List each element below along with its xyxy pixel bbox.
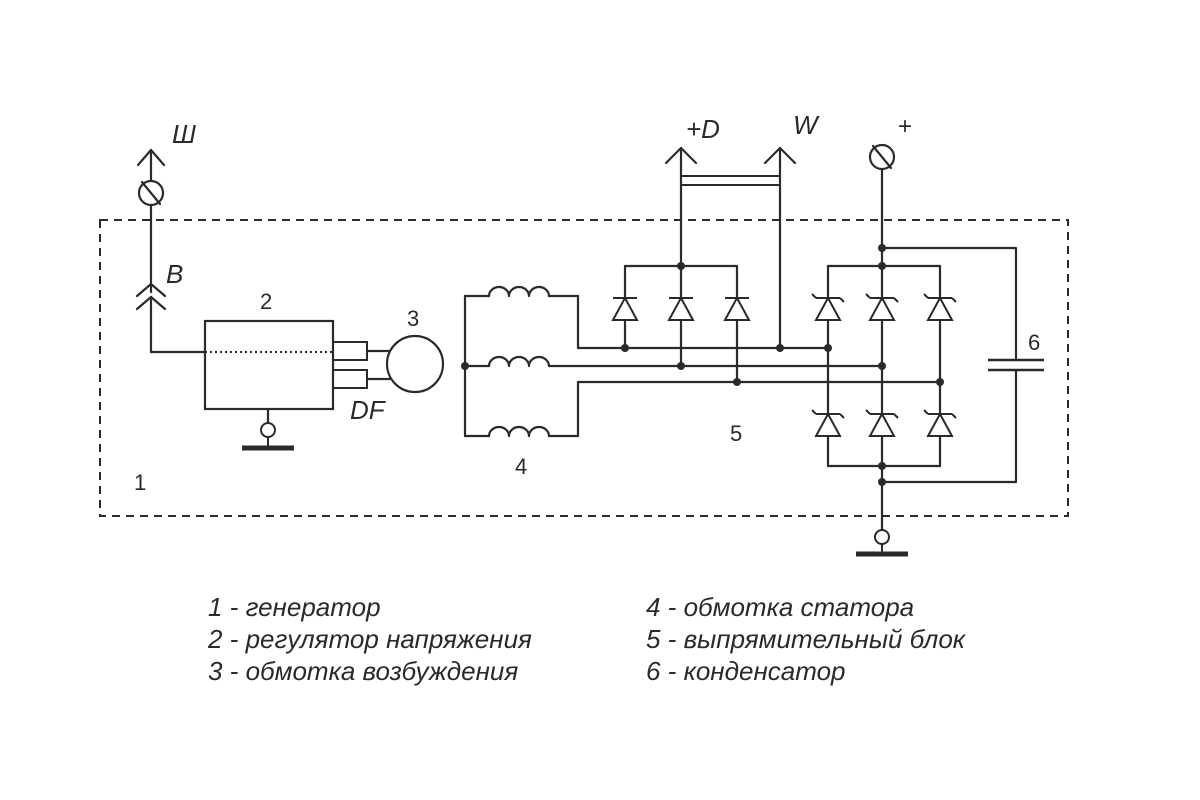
legend-item: 5 - выпрямительный блок	[646, 624, 966, 654]
stator-winding	[461, 285, 942, 438]
label-capacitor-number: 6	[1028, 330, 1040, 355]
capacitor	[878, 246, 1044, 486]
label-rectifier-number: 5	[730, 421, 742, 446]
terminal-strip	[681, 175, 780, 186]
legend-item: 2 - регулятор напряжения	[208, 624, 532, 654]
label-stator-number: 4	[515, 454, 527, 479]
label-regulator-number: 2	[260, 289, 272, 314]
label-generator-number: 1	[134, 470, 146, 495]
label-w: W	[793, 110, 820, 140]
label-df: DF	[350, 395, 387, 425]
sh-terminal	[136, 148, 166, 294]
legend-right-column: 4 - обмотка статора 5 - выпрямительный б…	[646, 591, 965, 687]
rectifier-block	[612, 262, 957, 470]
w-terminal	[763, 146, 797, 352]
legend-item: 4 - обмотка статора	[646, 592, 915, 622]
label-plus: +	[898, 113, 912, 140]
field-winding-symbol	[385, 334, 445, 394]
plus-terminal	[868, 143, 896, 268]
label-field-winding-number: 3	[407, 306, 419, 331]
ground-terminal	[856, 464, 908, 557]
label-plus-d: +D	[686, 114, 720, 144]
legend-item: 3 - обмотка возбуждения	[208, 656, 519, 686]
legend-item: 6 - конденсатор	[646, 656, 846, 686]
label-sh: Ш	[172, 119, 196, 149]
voltage-regulator	[203, 319, 392, 451]
legend-item: 1 - генератор	[208, 592, 381, 622]
legend-left-column: 1 - генератор 2 - регулятор напряжения 3…	[208, 591, 532, 687]
b-connector	[135, 282, 207, 354]
plus-d-terminal	[664, 146, 698, 268]
generator-boundary	[99, 219, 1069, 517]
label-b: B	[166, 259, 183, 289]
